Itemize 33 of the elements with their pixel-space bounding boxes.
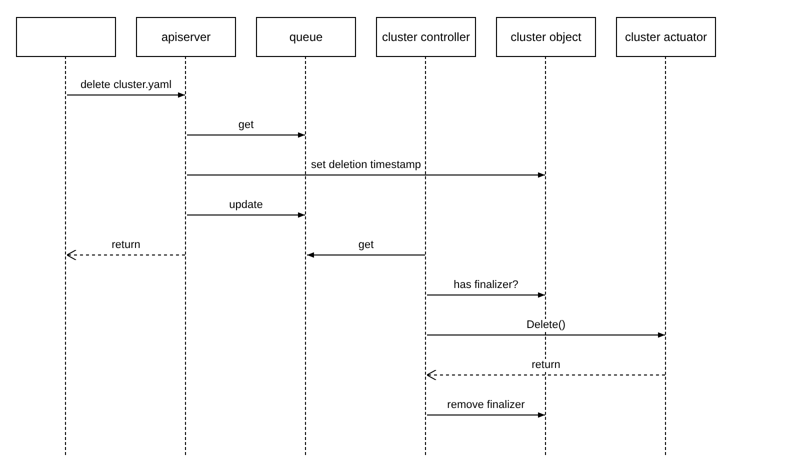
message-arrow (186, 212, 306, 218)
message-arrow (186, 132, 306, 138)
participant-box (256, 17, 356, 57)
message-label: delete cluster.yaml (78, 79, 174, 92)
message-arrow (426, 332, 666, 338)
participant-name: apiserver (161, 30, 211, 44)
message-label: get (236, 119, 256, 132)
message-label: get (356, 239, 376, 252)
participant-name: cluster actuator (624, 30, 708, 44)
message-arrow (426, 292, 546, 298)
lifeline (305, 56, 306, 455)
message-label: update (227, 199, 265, 212)
participant-box (136, 17, 236, 57)
message-arrow (66, 250, 186, 260)
message-arrow (426, 412, 546, 418)
lifeline (65, 56, 66, 455)
participant-box (376, 17, 476, 57)
participant-name: cluster object (510, 30, 582, 44)
message-arrow (426, 370, 666, 380)
participant-name: queue (289, 30, 323, 44)
participant-box (496, 17, 596, 57)
participant-name: cluster controller (382, 30, 470, 44)
lifeline (425, 56, 426, 455)
lifeline (185, 56, 186, 455)
message-arrow (66, 92, 186, 98)
message-label: set deletion timestamp (308, 159, 424, 172)
message-label: Delete() (524, 319, 568, 332)
message-arrow (306, 252, 426, 258)
message-label: return (530, 359, 562, 372)
participant-box (616, 17, 716, 57)
lifeline (665, 56, 666, 455)
message-arrow (186, 172, 546, 178)
participant-box (16, 17, 116, 57)
